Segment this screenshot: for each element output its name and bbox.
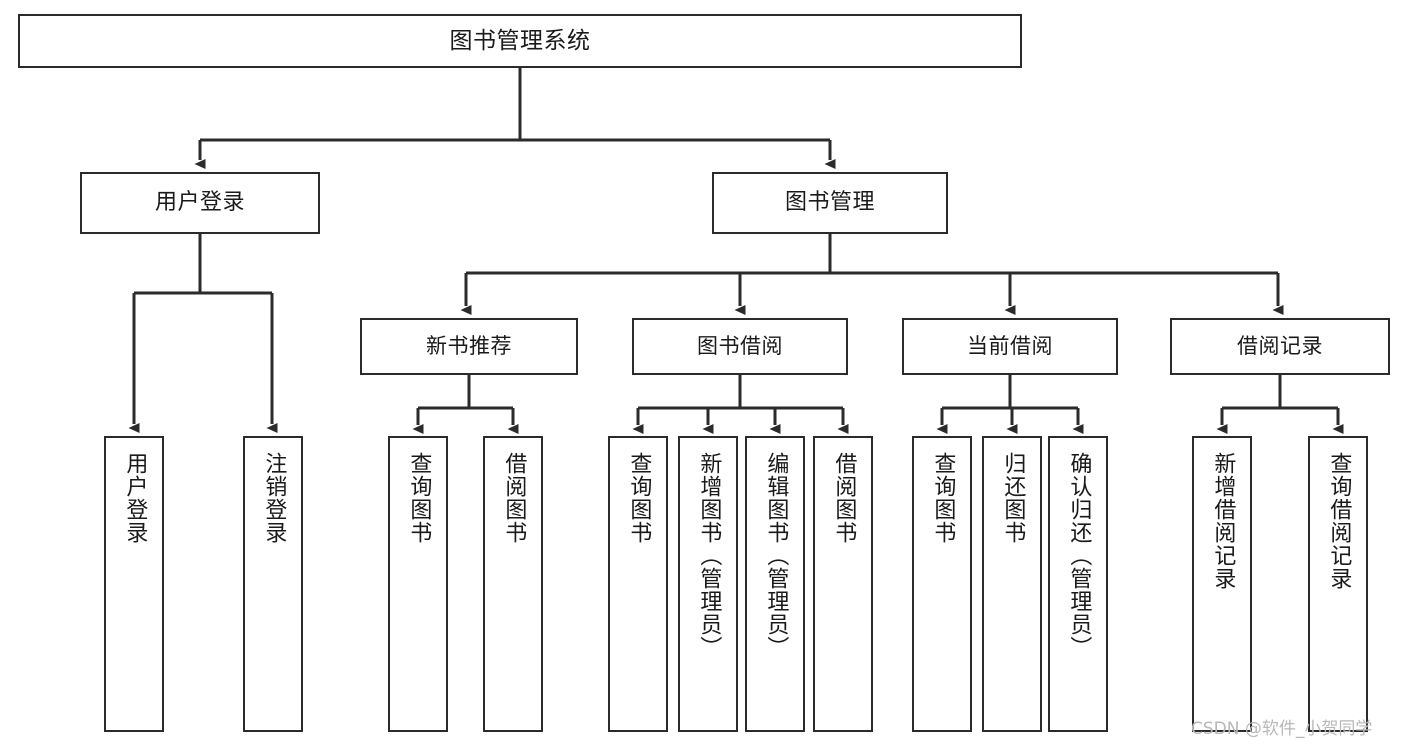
- node-book-borrow-label: 图书借阅: [697, 334, 783, 358]
- node-leaf-borrow-book-2-label: 借阅图书: [831, 452, 857, 544]
- node-leaf-logout-label: 注销登录: [261, 452, 287, 544]
- node-leaf-query-book-3-label: 查询图书: [930, 452, 956, 544]
- node-leaf-user-login-label: 用户登录: [122, 452, 148, 544]
- node-leaf-add-record-label: 新增借阅记录: [1210, 452, 1236, 590]
- node-root[interactable]: 图书管理系统: [18, 14, 1022, 68]
- node-leaf-borrow-book-1-label: 借阅图书: [501, 452, 527, 544]
- node-leaf-confirm-return[interactable]: 确认归还（管理员）: [1048, 436, 1108, 732]
- node-borrow-record[interactable]: 借阅记录: [1170, 318, 1390, 375]
- node-leaf-query-record[interactable]: 查询借阅记录: [1308, 436, 1368, 732]
- node-user-login-label: 用户登录: [154, 190, 245, 215]
- node-leaf-add-book[interactable]: 新增图书（管理员）: [678, 436, 738, 732]
- node-leaf-query-book-1-label: 查询图书: [406, 452, 432, 544]
- node-leaf-edit-book[interactable]: 编辑图书（管理员）: [745, 436, 805, 732]
- node-leaf-borrow-book-1[interactable]: 借阅图书: [483, 436, 543, 732]
- node-leaf-borrow-book-2[interactable]: 借阅图书: [813, 436, 873, 732]
- node-book-borrow[interactable]: 图书借阅: [632, 318, 848, 375]
- node-leaf-confirm-return-label: 确认归还（管理员）: [1066, 452, 1092, 659]
- node-leaf-add-book-label: 新增图书（管理员）: [696, 452, 722, 659]
- node-leaf-logout[interactable]: 注销登录: [243, 436, 303, 732]
- node-leaf-query-book-2[interactable]: 查询图书: [608, 436, 668, 732]
- node-current-borrow[interactable]: 当前借阅: [902, 318, 1118, 375]
- csdn-watermark: CSDN @软件_小贺同学: [1191, 719, 1373, 739]
- node-leaf-user-login[interactable]: 用户登录: [104, 436, 164, 732]
- node-leaf-add-record[interactable]: 新增借阅记录: [1192, 436, 1252, 732]
- node-user-login[interactable]: 用户登录: [80, 172, 320, 234]
- node-leaf-edit-book-label: 编辑图书（管理员）: [763, 452, 789, 659]
- node-root-label: 图书管理系统: [449, 27, 591, 54]
- node-new-book-recommend[interactable]: 新书推荐: [360, 318, 578, 375]
- node-leaf-query-book-1[interactable]: 查询图书: [388, 436, 448, 732]
- node-book-management-label: 图书管理: [784, 190, 875, 215]
- node-leaf-return-book-label: 归还图书: [1000, 452, 1026, 544]
- node-borrow-record-label: 借阅记录: [1237, 334, 1323, 358]
- node-book-management[interactable]: 图书管理: [712, 172, 948, 234]
- node-leaf-query-book-2-label: 查询图书: [626, 452, 652, 544]
- node-new-book-recommend-label: 新书推荐: [426, 334, 512, 358]
- node-leaf-query-book-3[interactable]: 查询图书: [912, 436, 972, 732]
- node-leaf-return-book[interactable]: 归还图书: [982, 436, 1042, 732]
- node-current-borrow-label: 当前借阅: [967, 334, 1053, 358]
- node-leaf-query-record-label: 查询借阅记录: [1326, 452, 1352, 590]
